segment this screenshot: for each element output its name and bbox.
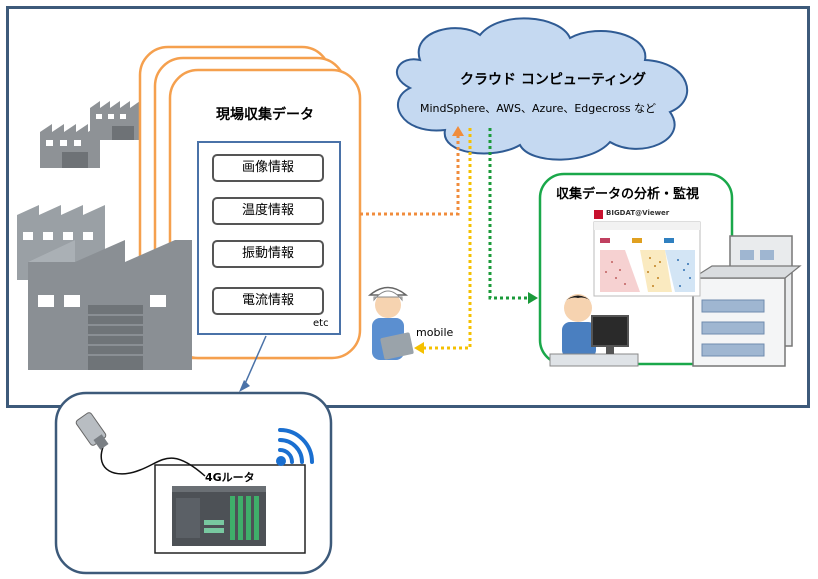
orange-arrowhead: [452, 126, 464, 136]
worker-with-tablet-icon: [367, 286, 414, 360]
dashboard-screenshot: [593, 221, 701, 297]
temperature-info-item: 温度情報: [212, 197, 324, 225]
operator-at-computer-icon: [549, 294, 639, 367]
yellow-arrowhead: [414, 342, 424, 354]
field-data-title: 現場収集データ: [216, 107, 314, 123]
cloud-subtitle: MindSphere、AWS、Azure、Edgecross など: [420, 102, 657, 115]
yellow-link-line: [420, 128, 472, 350]
cloud-title: クラウド コンピューティング: [460, 72, 647, 88]
software-logo-text: BIGDAT@Viewer: [606, 209, 670, 217]
wifi-origin-icon: [276, 456, 286, 466]
small-factory-icon: [90, 101, 140, 140]
vibration-sensor-icon: [75, 412, 206, 477]
wifi-signal-icon: [278, 428, 314, 464]
green-link-line: [488, 128, 530, 300]
router-label: 4Gルータ: [205, 471, 255, 484]
large-factory-icon: [17, 205, 192, 370]
orange-link-line: [360, 130, 460, 216]
current-info-item: 電流情報: [212, 287, 324, 315]
cloud-shape: [396, 17, 689, 161]
analysis-title: 収集データの分析・監視: [556, 187, 700, 202]
vibration-info-item: 振動情報: [212, 240, 324, 268]
mobile-label: mobile: [416, 326, 454, 339]
main-frame: [6, 6, 810, 408]
bigdat-logo-icon: [594, 210, 603, 219]
router-link-arrowhead: [239, 380, 250, 392]
plc-device-icon: [172, 486, 266, 546]
small-factory-icon: [40, 124, 100, 168]
router-link-line: [243, 335, 267, 387]
office-building-icon: [690, 265, 802, 367]
etc-label: etc: [313, 318, 329, 329]
green-arrowhead: [528, 292, 538, 304]
image-info-item: 画像情報: [212, 154, 324, 182]
